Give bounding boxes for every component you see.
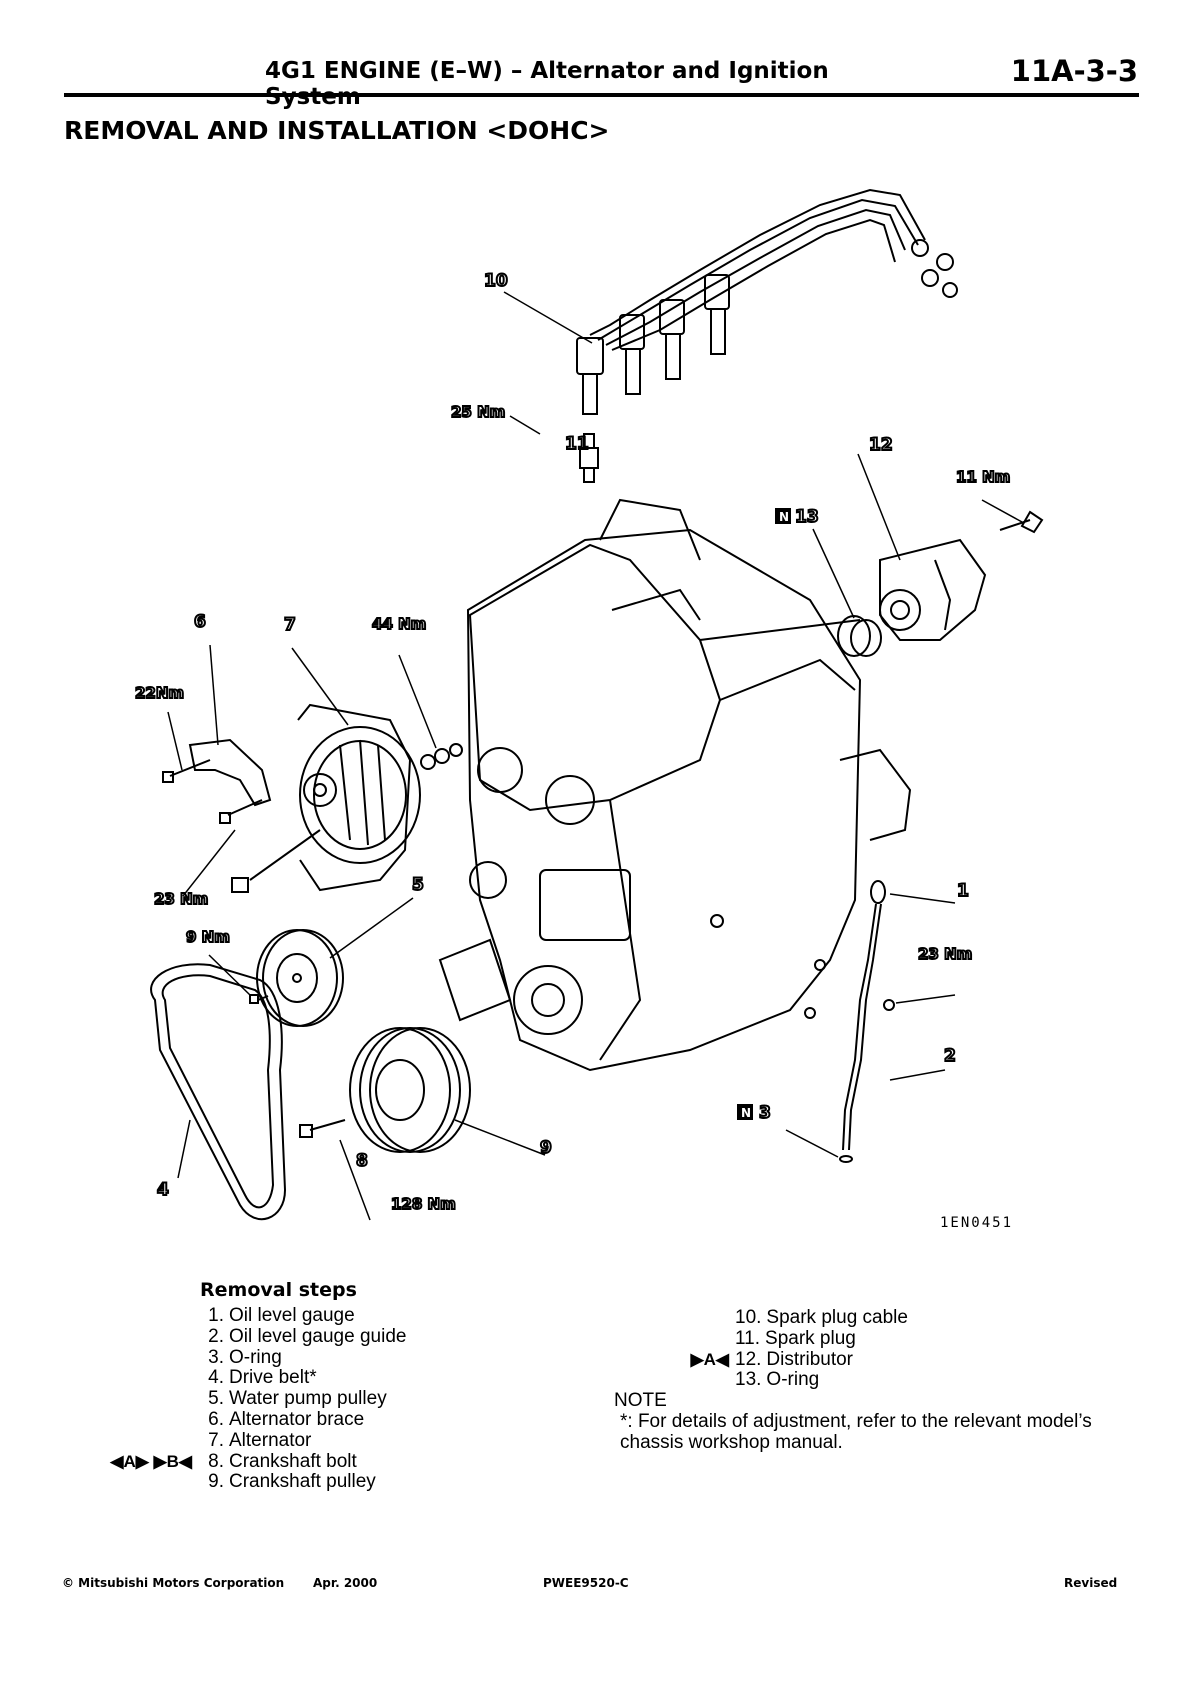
- leader-lines: [167, 291, 1023, 1221]
- new-part-mark-3-letter: N: [741, 1106, 751, 1120]
- alternator-drawing: [297, 703, 421, 892]
- note-body: *: For details of adjustment, refer to t…: [620, 1411, 1092, 1453]
- water-pump-pulley-drawing: [249, 929, 344, 1027]
- list-item: 2.Oil level gauge guide: [208, 1325, 407, 1347]
- list-item: ◀A▶ ▶B◀8.Crankshaft bolt: [110, 1450, 357, 1472]
- torque-23nm-guide: 23 Nm: [918, 945, 972, 963]
- torque-23nm-brace: 23 Nm: [154, 890, 208, 908]
- callout-1: 1: [957, 881, 969, 901]
- torque-25nm: 25 Nm: [451, 403, 505, 421]
- service-point-mark-a: ▶A◀: [690, 1349, 729, 1369]
- list-item: 6.Alternator brace: [208, 1408, 365, 1430]
- o-ring-13-drawing: [850, 619, 882, 657]
- list-item: 5.Water pump pulley: [208, 1388, 387, 1410]
- callout-3: 3: [759, 1103, 771, 1123]
- header-rule: [64, 93, 1139, 97]
- list-item: 13.O-ring: [735, 1369, 820, 1391]
- new-part-mark-3: [737, 1104, 753, 1120]
- footer-copyright: © Mitsubishi Motors Corporation: [62, 1576, 285, 1590]
- engine-exploded-diagram: 10 11 12 N 13 6 7 5 1 2 N 3 4 8 9 25 Nm …: [0, 150, 1190, 1250]
- footer-status: Revised: [1064, 1576, 1118, 1590]
- callout-12: 12: [869, 435, 893, 455]
- callout-9: 9: [540, 1138, 552, 1158]
- torque-9nm: 9 Nm: [186, 928, 230, 946]
- torque-128nm: 128 Nm: [391, 1195, 456, 1213]
- figure-code: 1EN0451: [940, 1215, 1013, 1231]
- list-item: 11.Spark plug: [735, 1327, 856, 1349]
- oil-level-gauge-drawing: [839, 880, 895, 1163]
- callout-7: 7: [284, 615, 296, 635]
- crankshaft-pulley-drawing: [299, 1027, 471, 1153]
- page-number: 11A-3-3: [1010, 54, 1138, 88]
- section-title: REMOVAL AND INSTALLATION <DOHC>: [64, 116, 610, 145]
- removal-steps-title: Removal steps: [200, 1279, 357, 1301]
- spark-plug-cable-drawing: [576, 188, 958, 415]
- callout-4: 4: [157, 1180, 169, 1200]
- removal-steps-left: 1.Oil level gauge 2.Oil level gauge guid…: [110, 1305, 407, 1493]
- drive-belt-drawing: [150, 963, 287, 1221]
- torque-11nm: 11 Nm: [956, 468, 1010, 486]
- diagram-svg: 10 11 12 N 13 6 7 5 1 2 N 3 4 8 9 25 Nm …: [134, 188, 1044, 1231]
- list-item: 1.Oil level gauge: [208, 1305, 355, 1326]
- distributor-drawing: [837, 510, 1044, 657]
- callout-11: 11: [565, 434, 589, 454]
- list-item: ▶A◀12.Distributor: [690, 1348, 853, 1370]
- callout-2: 2: [944, 1046, 956, 1066]
- header-title: 4G1 ENGINE (E–W) – Alternator and Igniti…: [265, 58, 829, 110]
- alternator-brace-drawing: [162, 738, 463, 893]
- callout-8: 8: [356, 1151, 368, 1171]
- list-item: 10.Spark plug cable: [735, 1307, 908, 1328]
- new-part-mark-13-letter: N: [779, 510, 789, 524]
- engine-block-drawing: [438, 498, 912, 1072]
- list-item: 4.Drive belt*: [208, 1367, 317, 1389]
- service-point-mark-a-b: ◀A▶ ▶B◀: [110, 1451, 192, 1471]
- callout-6: 6: [194, 612, 206, 632]
- callout-10: 10: [484, 271, 508, 291]
- torque-44nm: 44 Nm: [372, 615, 426, 633]
- spark-plug-drawing: [579, 433, 599, 483]
- list-item: 7.Alternator: [208, 1429, 312, 1451]
- note-title: NOTE: [614, 1390, 667, 1411]
- list-item: 3.O-ring: [208, 1346, 282, 1368]
- footer-date: Apr. 2000: [313, 1576, 378, 1590]
- removal-steps-right: 10.Spark plug cable 11.Spark plug ▶A◀12.…: [690, 1307, 908, 1391]
- footer-doc-code: PWEE9520-C: [543, 1576, 629, 1590]
- callout-13: 13: [795, 507, 819, 527]
- torque-22nm: 22Nm: [135, 684, 184, 702]
- new-part-mark-13: [775, 508, 791, 524]
- callout-5: 5: [412, 875, 424, 895]
- list-item: 9.Crankshaft pulley: [208, 1471, 376, 1493]
